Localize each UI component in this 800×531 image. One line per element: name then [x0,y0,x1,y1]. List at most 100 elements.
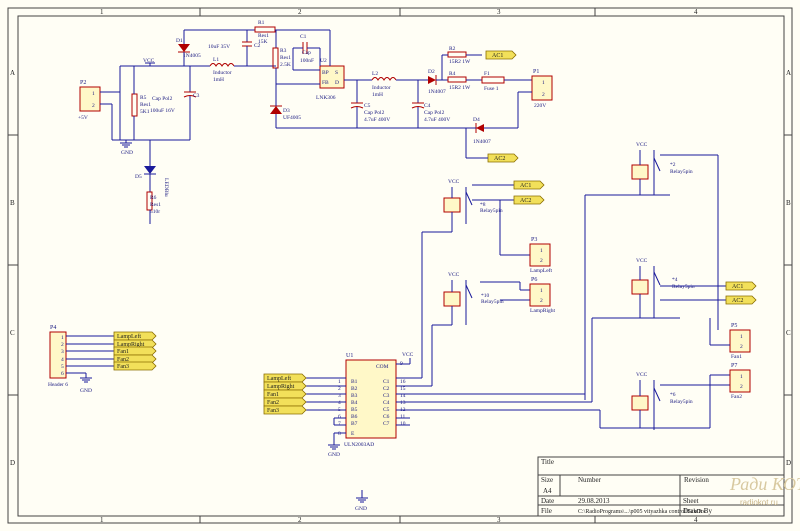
connector-p5 [729,329,751,353]
drawn-label: Drawn By [683,507,712,515]
label-components-d5-ref: D5 [135,174,142,180]
resistor-r1 [254,26,276,33]
label-components-p5-pins-0: 1 [740,334,743,340]
label-components-p1-pins-0: 1 [542,80,545,86]
label-components-relays-0-value: Relay5pin [670,169,693,175]
label-components-l1-val2: 1mH [213,77,224,83]
label-components-p7-pins-0: 1 [740,374,743,380]
watermark-logo: Ради КОТ [729,474,800,494]
label-components-relays-3-ref: *10 [481,293,490,299]
row-label: A [786,69,791,77]
label-components-u1-left_nums-2: 3 [338,393,341,399]
label-components-u2-ref: U2 [320,58,327,64]
row-label: D [786,459,791,467]
label-components-u1-left_nums-0: 1 [338,379,341,385]
label-nets-p4_ports-4: Fan3 [117,364,129,370]
capacitor-c3 [183,95,197,98]
label-components-l2-val2: 1mH [372,92,383,98]
label-components-u1-in_pins-5: B6 [351,414,358,420]
label-components-u1-left_nums-5: 6 [338,414,341,420]
label-components-u1-right_nums-4: 13 [400,400,406,406]
diode-d4 [476,124,484,132]
label-components-p1-ref: P1 [533,69,539,75]
file-value: C:\RadioPrograms\...\p005 vityazhka cont… [578,509,707,515]
label-components-u1-in_pins-4: B5 [351,407,358,413]
label-components-d4-ref: D4 [473,117,480,123]
resistor-r3 [272,47,279,69]
label-components-d4-value: 1N4007 [473,139,491,145]
capacitor-c4 [411,106,425,109]
date-label: Date [541,497,554,505]
label-components-p4-name: Header 6 [48,382,68,388]
col-label: 3 [497,8,501,16]
label-components-u1-out_pins-6: C7 [383,421,390,427]
ic-u1-uln2003: U1 COM B1 B2 B3 B4 B5 B6 B7 E C1 C2 C3 C… [263,231,601,458]
diode-d1 [178,44,190,52]
resistor-r4 [447,76,467,83]
label-components-p6-pins-1: 2 [540,298,543,304]
label-components-d1-value: 1N4005 [183,53,201,59]
label-nets-vcc: VCC [448,272,460,278]
connector-p6 [529,283,551,307]
label-components-relays-1-ref: *8 [480,202,486,208]
label-components-p1-pins-1: 2 [542,92,545,98]
label-components-p6-pins-0: 1 [540,288,543,294]
label-components-p4-pins-0: 1 [61,335,64,341]
label-components-u1-left_nums-3: 4 [338,400,341,406]
relay-coil-4 [631,279,649,295]
row-label: C [786,329,791,337]
revision-label: Revision [684,476,709,484]
connector-p2 [79,86,101,112]
relay-coil-6 [631,395,649,411]
label-nets-p4_ports-3: Fan2 [117,357,129,363]
label-components-d2-value: 1N4007 [428,89,446,95]
label-components-r6-ref: R6 [150,195,157,201]
label-components-d3-ref: D3 [283,108,290,114]
label-components-u1-in_pins-1: B2 [351,386,358,392]
diode-d3 [270,106,282,114]
label-components-r3-value: Res1 [280,55,291,61]
label-components-r1-value: Res1 [258,33,269,39]
p2-note: +5V [78,115,88,121]
inductor-l2 [371,77,397,81]
label-components-u1-out_pins-5: C6 [383,414,390,420]
label-components-f1-ref: F1 [484,71,490,77]
watermark-text: radiokot.ru [740,498,778,507]
label-nets-u1_ports-3: Fan2 [267,400,279,406]
col-label: 2 [298,516,302,524]
label-components-c3-val2: 100uF 16V [150,108,175,114]
label-components-p4-pins-4: 5 [61,364,64,370]
label-nets-gnd: GND [355,506,367,512]
label-nets-vcc: VCC [402,352,414,358]
col-label: 3 [497,516,501,524]
label-nets-vcc: VCC [636,142,648,148]
label-components-u1-out_pins-2: C3 [383,393,390,399]
col-label: 4 [694,516,698,524]
label-nets-p4_ports-1: LampRight [117,342,145,348]
label-components-p4-pins-3: 4 [61,357,64,363]
label-components-r2-ref: R2 [449,46,456,52]
ic-u2-lnk306 [319,65,345,89]
label-nets-ac1: AC1 [520,183,531,189]
col-label: 1 [100,516,104,524]
size-value: A4 [543,487,552,495]
label-components-u1-left_nums-7: 8 [338,431,341,437]
label-nets-ac2: AC2 [520,198,531,204]
header-p4: P4 1 2 3 4 5 6 Header 6 GND LampLeft Lam… [48,325,157,394]
label-components-r5-ref: R5 [140,95,147,101]
col-label: 1 [100,8,104,16]
label-components-l1-value: Inductor [213,70,232,76]
fuse-f1 [481,76,505,84]
label-components-c5-ref: C5 [364,103,371,109]
label-components-d3-value: UF4005 [283,115,301,121]
row-label: A [10,69,15,77]
title-block: Title Size A4 Number Revision Date 29.08… [537,456,800,517]
label-components-r1-ref: R1 [258,20,265,26]
label-components-relays-4-ref: *6 [670,392,676,398]
label-components-c4-ref: C4 [424,103,431,109]
label-components-u1-in_pins-0: B1 [351,379,358,385]
ac-ports-power: AC1 AC2 [466,50,519,163]
label-components-r1-val2: 15K [258,39,268,45]
label-components-u1-left_nums-1: 2 [338,386,341,392]
